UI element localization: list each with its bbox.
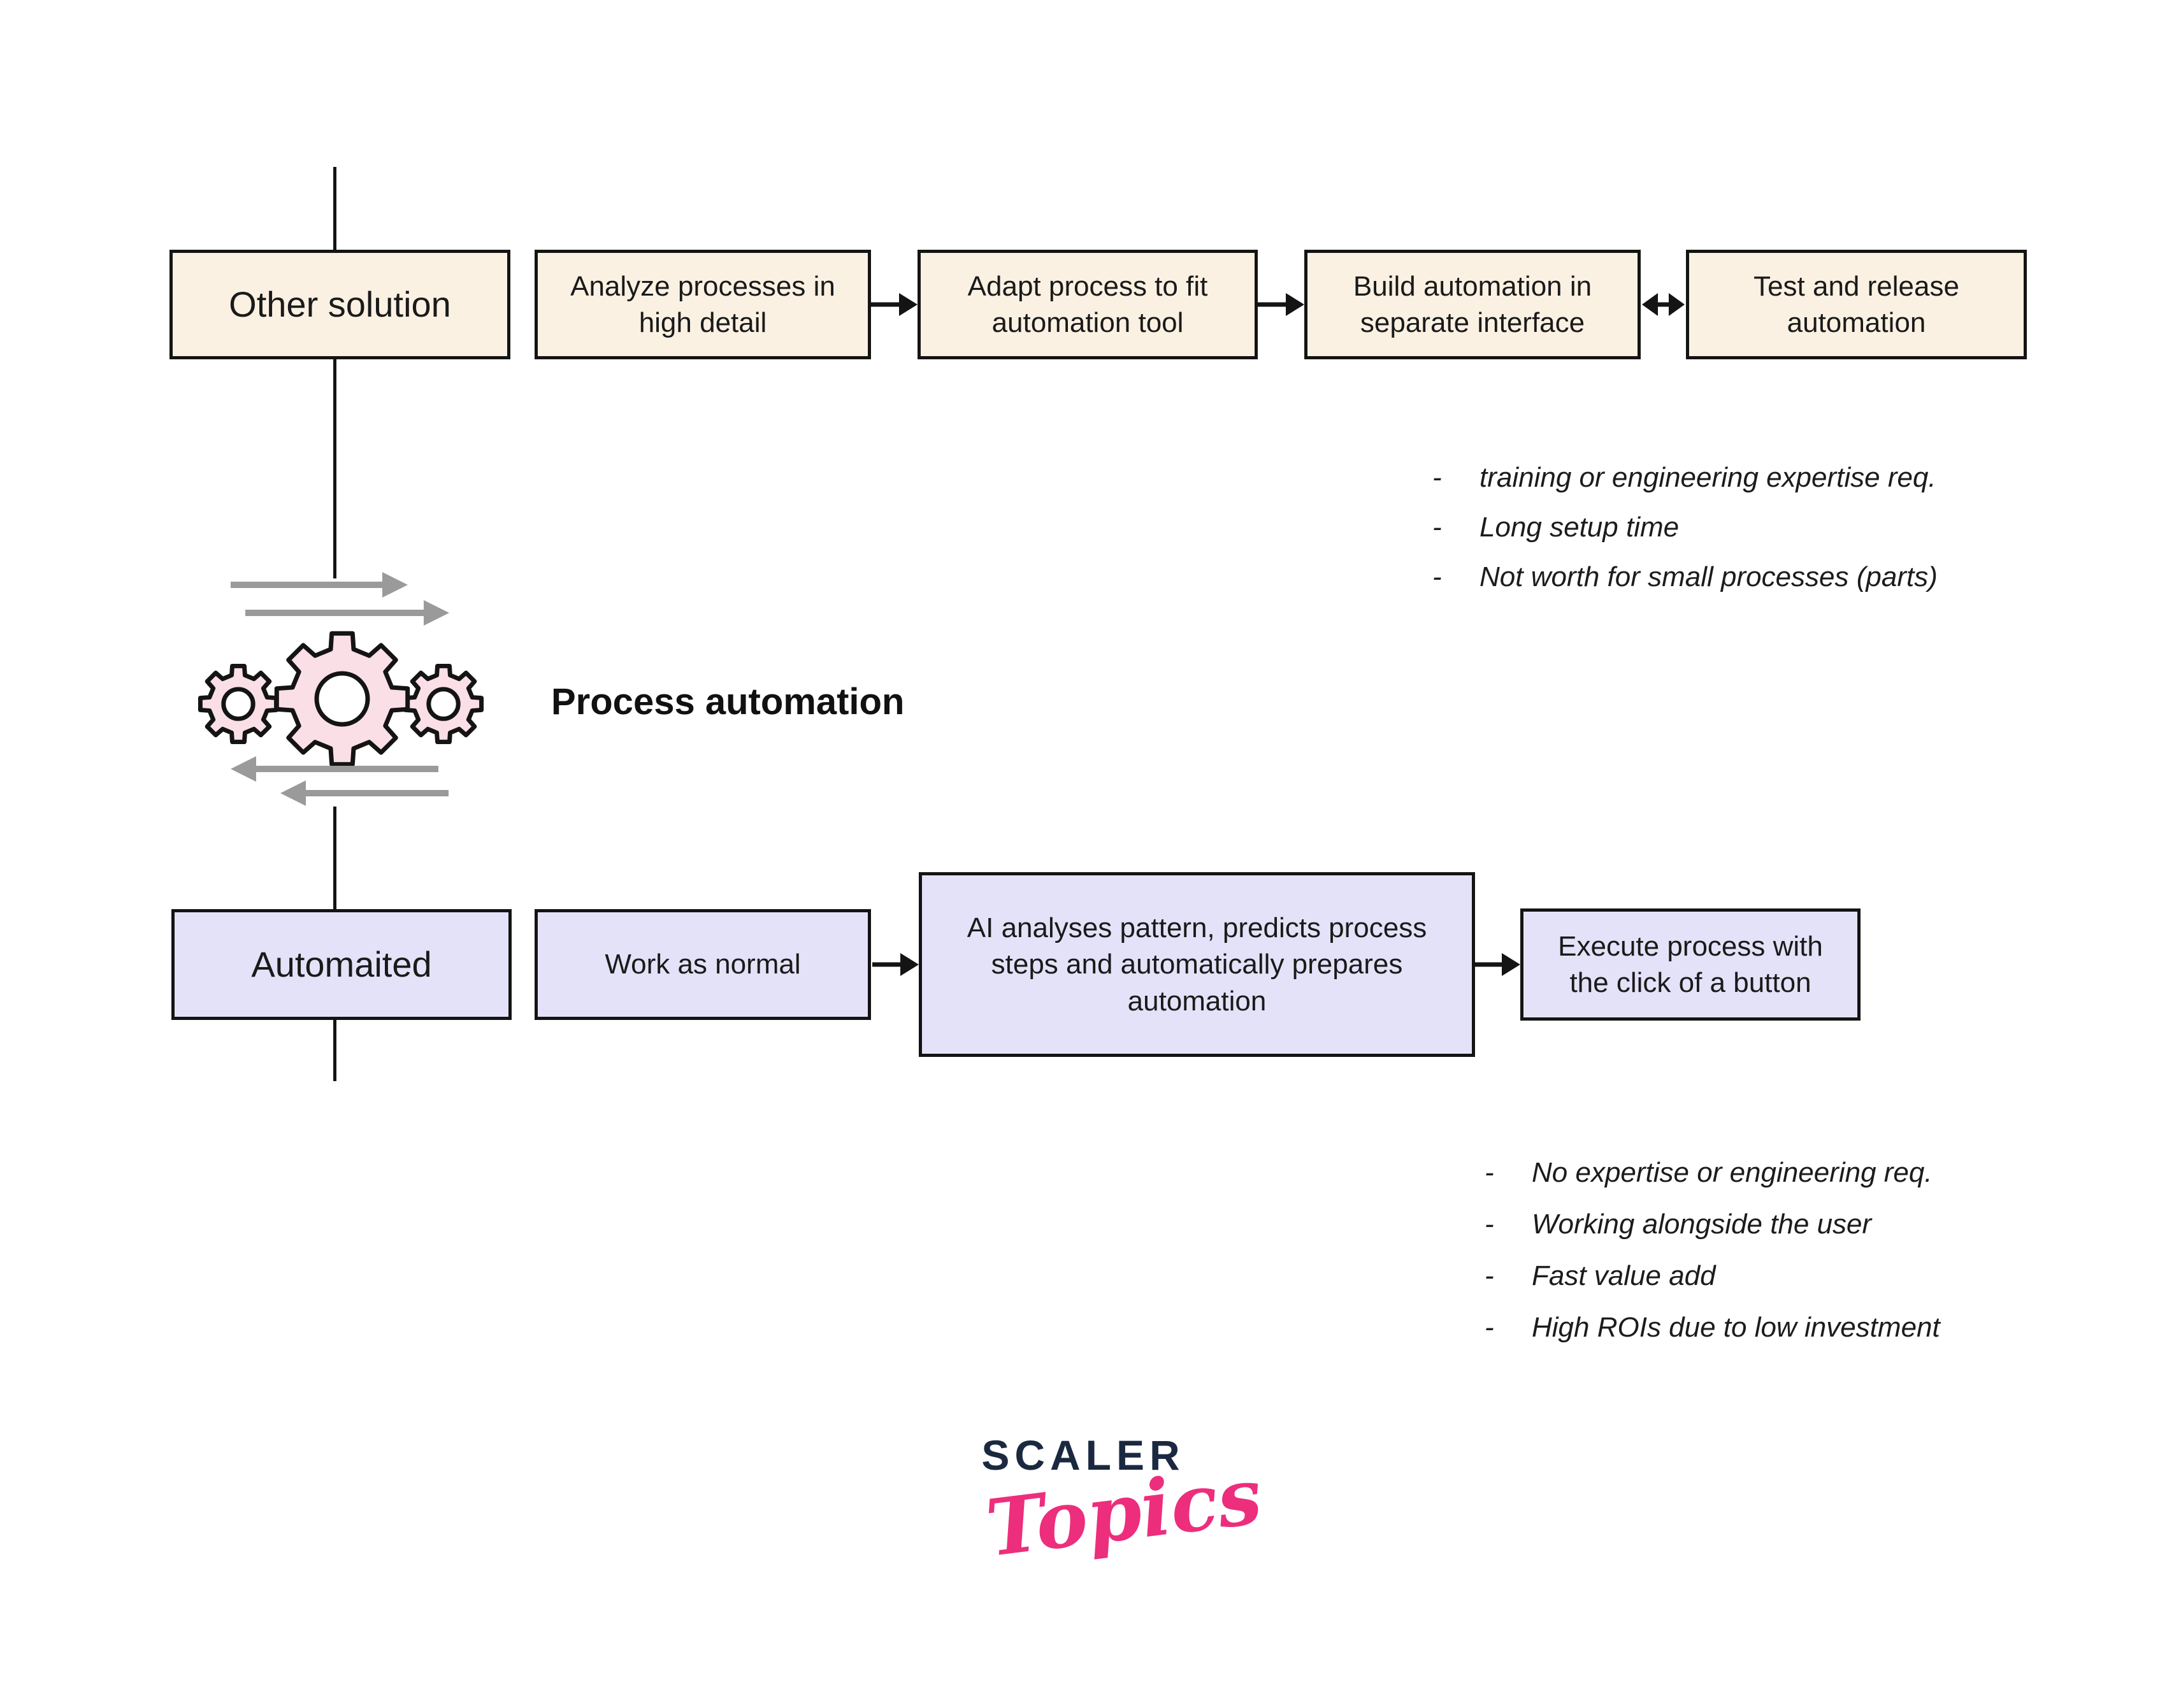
list-item-text: Working alongside the user [1532, 1208, 1872, 1240]
gears-icon [200, 572, 482, 806]
bullet-dash: - [1485, 1311, 1494, 1343]
step-work-box: Work as normal [535, 909, 871, 1020]
arrow-right-icon [1258, 293, 1304, 316]
scaler-wordmark: SCALER [981, 1432, 1185, 1479]
bullet-dash: - [1432, 462, 1442, 493]
list-item-text: No expertise or engineering req. [1532, 1156, 1933, 1188]
flow-axis-segment-top [333, 167, 336, 250]
large-gear [276, 633, 408, 765]
step-test-box: Test and release automation [1686, 250, 2027, 359]
list-item: - Long setup time [1432, 503, 1938, 552]
list-item: - Fast value add [1485, 1250, 1940, 1302]
automaited-box: Automaited [171, 909, 512, 1020]
bullet-dash: - [1432, 561, 1442, 592]
flow-in-arrows [231, 572, 449, 626]
list-item: - Not worth for small processes (parts) [1432, 552, 1938, 602]
list-item-text: Not worth for small processes (parts) [1479, 561, 1938, 592]
small-gear-left [200, 666, 277, 742]
list-item-text: training or engineering expertise req. [1479, 462, 1936, 493]
flow-axis-segment-upper-mid [333, 358, 336, 578]
bullet-dash: - [1432, 512, 1442, 543]
list-item: - High ROIs due to low investment [1485, 1302, 1940, 1353]
step-build-box: Build automation in separate interface [1304, 250, 1641, 359]
step-adapt-box: Adapt process to fit automation tool [918, 250, 1258, 359]
flow-out-arrows [231, 756, 449, 806]
arrow-right-icon [872, 953, 919, 976]
list-item: - No expertise or engineering req. [1485, 1147, 1940, 1198]
bullet-dash: - [1485, 1208, 1494, 1240]
flow-axis-segment-bottom [333, 1019, 336, 1081]
list-item-text: Long setup time [1479, 512, 1680, 543]
step-execute-box: Execute process with the click of a butt… [1520, 908, 1861, 1021]
list-item-text: Fast value add [1532, 1259, 1716, 1291]
automaited-pros-list: - No expertise or engineering req. - Wor… [1485, 1147, 1940, 1353]
process-automation-label: Process automation [551, 681, 905, 722]
step-analyze-box: Analyze processes in high detail [535, 250, 871, 359]
arrow-right-icon [1474, 953, 1520, 976]
other-solution-box: Other solution [169, 250, 510, 359]
arrow-double-icon [1642, 293, 1685, 316]
arrow-right-icon [871, 293, 918, 316]
small-gear-right [405, 666, 482, 742]
list-item: - training or engineering expertise req. [1432, 453, 1938, 503]
flow-axis-segment-lower-mid [333, 807, 336, 909]
list-item-text: High ROIs due to low investment [1532, 1311, 1940, 1343]
list-item: - Working alongside the user [1485, 1198, 1940, 1250]
bullet-dash: - [1485, 1156, 1494, 1188]
other-solution-cons-list: - training or engineering expertise req.… [1432, 453, 1938, 602]
bullet-dash: - [1485, 1259, 1494, 1291]
step-ai-box: AI analyses pattern, predicts process st… [919, 872, 1475, 1057]
